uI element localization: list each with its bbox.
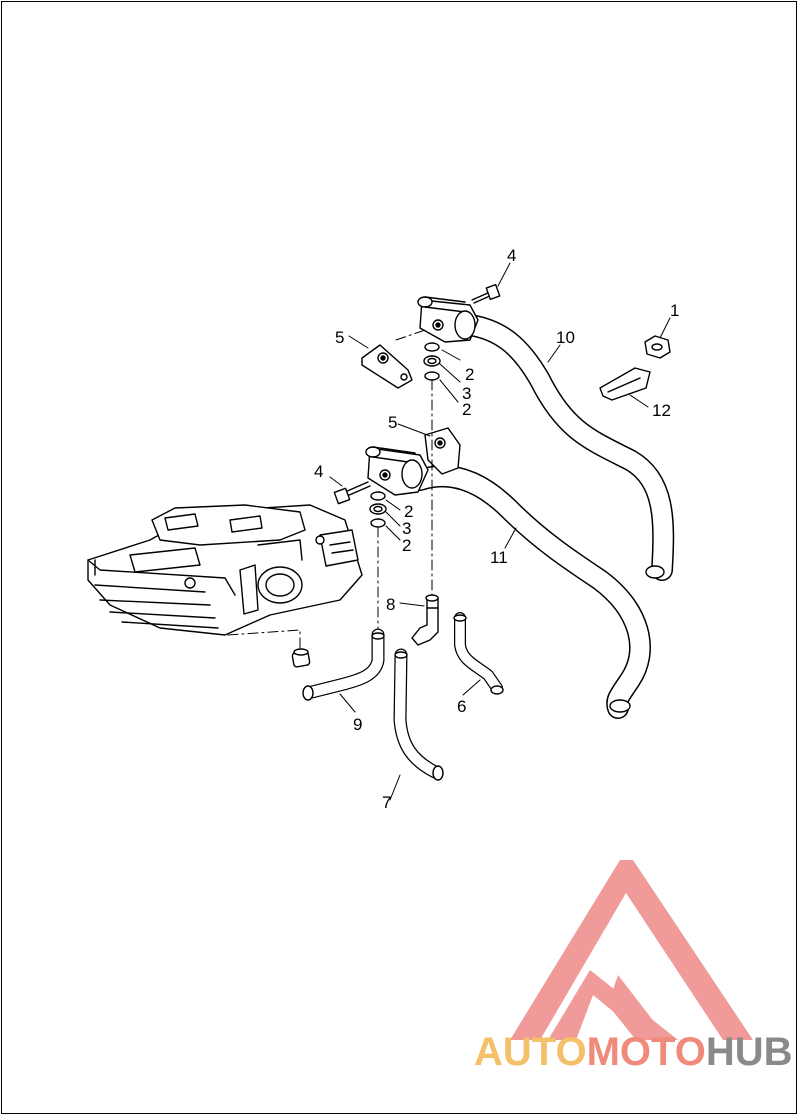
hose-7 [393,648,444,781]
callout-2: 2 [465,365,474,384]
fitting-head [291,648,311,668]
callout-6: 6 [457,697,466,716]
cylinder-head [87,504,363,636]
nut-1 [644,335,671,359]
callout-9: 9 [353,715,362,734]
callout-3: 3 [402,519,411,538]
callout-2: 2 [404,502,413,521]
bracket-5-lower [424,427,461,475]
callout-1: 1 [670,301,679,320]
callout-7: 7 [382,793,391,812]
callout-12: 12 [652,401,671,420]
callout-10: 10 [556,328,575,347]
hose-11 [409,465,651,719]
callout-5: 5 [388,413,397,432]
callout-5: 5 [335,328,344,347]
callout-11: 11 [490,548,508,567]
callout-3: 3 [462,384,471,403]
upper-valve [417,296,479,343]
watermark-text: AUTOMOTOHUB [474,1030,793,1075]
bolt-4-upper [471,283,501,304]
bracket-5-upper [361,344,413,389]
clip-12 [599,367,651,401]
hose-10 [459,314,675,581]
leader-lines [329,262,671,801]
callout-2: 2 [402,536,411,555]
washer-stack-upper [423,342,441,381]
triangle-m-logo-icon [510,860,753,1040]
watermark-auto: AUTO [474,1030,587,1074]
hose-9 [302,628,385,701]
bolt-4-lower [333,481,371,505]
callout-4: 4 [314,462,323,481]
fitting-8 [411,594,439,646]
callout-4: 4 [507,246,516,265]
watermark-moto: MOTO [586,1030,706,1074]
lower-valve [365,446,429,496]
callout-8: 8 [386,595,395,614]
watermark-hub: HUB [705,1030,793,1074]
callout-2: 2 [462,400,471,419]
alignment-lines [227,329,433,653]
hose-6 [453,612,504,695]
callouts: 1 2 3 2 4 5 10 12 5 4 2 3 2 11 8 6 9 7 [314,246,679,812]
washer-stack-lower [369,491,387,528]
